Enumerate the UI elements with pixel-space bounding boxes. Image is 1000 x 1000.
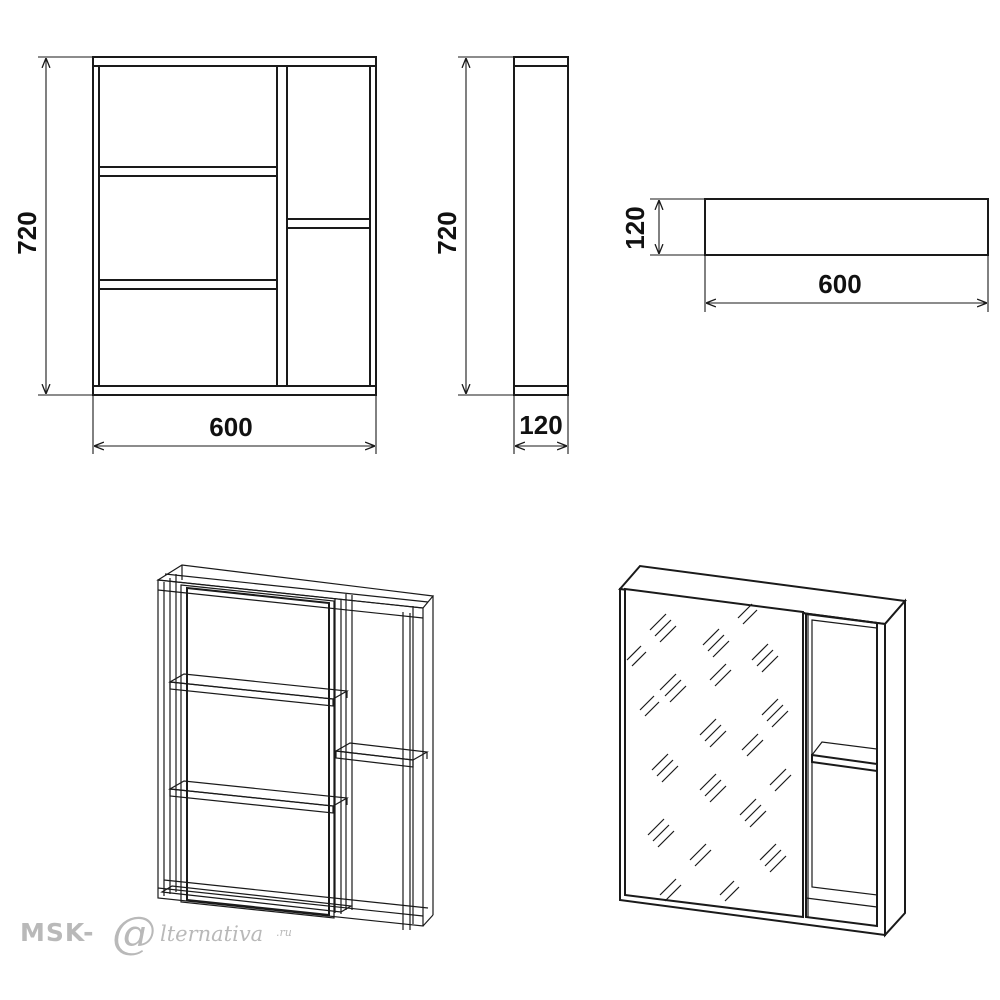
side-height-dimension: 720 xyxy=(432,56,513,396)
isometric-closed-view xyxy=(618,564,907,938)
front-height-label: 720 xyxy=(12,211,42,254)
top-width-dimension: 600 xyxy=(704,256,989,312)
front-width-label: 600 xyxy=(209,412,252,442)
isometric-open-view xyxy=(156,564,435,930)
front-right-shelf xyxy=(286,218,371,229)
top-depth-label: 120 xyxy=(620,206,650,249)
side-depth-dimension: 120 xyxy=(513,396,569,454)
side-outer-frame xyxy=(513,56,569,396)
front-left-shelf-2 xyxy=(98,279,278,290)
top-view: 120 600 xyxy=(620,198,989,312)
mirror-door xyxy=(624,587,804,919)
side-depth-label: 120 xyxy=(519,410,562,440)
watermark-suffix: lternativa xyxy=(160,922,264,946)
front-height-dimension: 720 xyxy=(12,56,92,396)
watermark-domain: .ru xyxy=(276,926,292,939)
watermark: MSK- @ lternativa .ru xyxy=(20,908,340,962)
front-view: 720 600 xyxy=(12,56,377,454)
front-left-shelf-1 xyxy=(98,166,278,177)
watermark-at-logo: @ xyxy=(112,908,156,959)
side-height-label: 720 xyxy=(432,211,462,254)
mirror-reflection-marks xyxy=(626,603,792,902)
front-divider xyxy=(276,65,288,387)
top-depth-dimension: 120 xyxy=(620,198,704,256)
top-width-label: 600 xyxy=(818,269,861,299)
side-view: 720 120 xyxy=(432,56,569,454)
top-outer-frame xyxy=(704,198,989,256)
watermark-prefix: MSK- xyxy=(20,918,95,947)
front-outer-frame xyxy=(92,56,377,396)
front-width-dimension: 600 xyxy=(92,396,377,454)
